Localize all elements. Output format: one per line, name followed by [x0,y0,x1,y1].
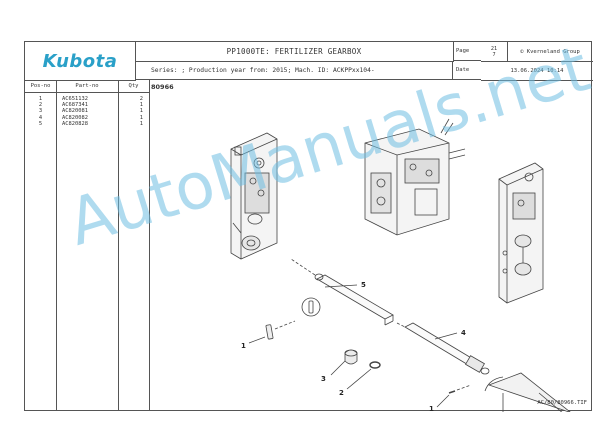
row-pos: 4 [38,114,43,121]
figure-number: 80966 [151,83,174,91]
callout-1-lower: 1 [429,405,434,412]
date-label: Date [453,61,481,80]
row-qty: 1 [139,108,143,115]
page-number: 21 7 [481,42,508,62]
row-pos: 2 [38,102,43,109]
center-gearbox [364,118,466,236]
column-divider [149,80,150,410]
page-number-sub: 7 [492,51,496,58]
column-divider [56,80,57,410]
copyright: © Kverneland Group [507,42,593,62]
page-number-main: 21 [490,45,498,52]
bushing-part-5 [344,349,358,365]
right-gearbox [498,162,544,304]
date-value: 13.06.2024 10:14 [481,61,593,81]
row-part: AC820082 [62,114,88,121]
circlip-part-2 [369,361,381,369]
row-part: AC820081 [62,108,88,115]
left-gearbox [230,132,278,260]
row-qty: 1 [139,120,143,127]
callout-4: 5 [361,281,366,289]
lower-hopper [484,372,571,412]
shaft-part-3 [396,322,490,375]
exploded-drawing: 5 4 1 3 2 1 [230,118,571,412]
row-pos: 3 [38,108,43,115]
detail-circle [301,297,321,317]
column-divider [118,80,119,410]
callout-5: 3 [321,375,326,383]
col-header-part: Part-no [56,80,118,93]
row-qty: 2 [139,96,143,102]
col-header-qty: Qty [118,80,149,93]
callout-1: 1 [241,342,246,350]
parts-sheet: Kubota PP1000TE: FERTILIZER GEARBOX Seri… [24,41,593,412]
page-label: Page [453,42,481,61]
callout-2: 2 [339,389,344,397]
logo-cell: Kubota [25,42,136,81]
row-part: AC820828 [62,120,88,127]
page-title: PP1000TE: FERTILIZER GEARBOX [135,42,454,62]
series-info: Series: ; Production year from: 2015; Ma… [135,61,453,80]
row-part: AC651132 [62,96,88,102]
row-pos: 1 [38,96,43,102]
kubota-logo: Kubota [42,50,118,72]
row-part: AC687341 [62,102,88,109]
row-qty: 1 [139,114,143,121]
row-pos: 5 [38,120,43,127]
pin-part-1 [265,320,296,340]
col-header-pos: Pos-no [25,80,56,93]
figure-reference: AC/80/80966.TIF [537,400,587,406]
pin-part-1-lower [448,384,472,394]
callout-3: 4 [461,329,466,337]
row-qty: 1 [139,102,143,109]
